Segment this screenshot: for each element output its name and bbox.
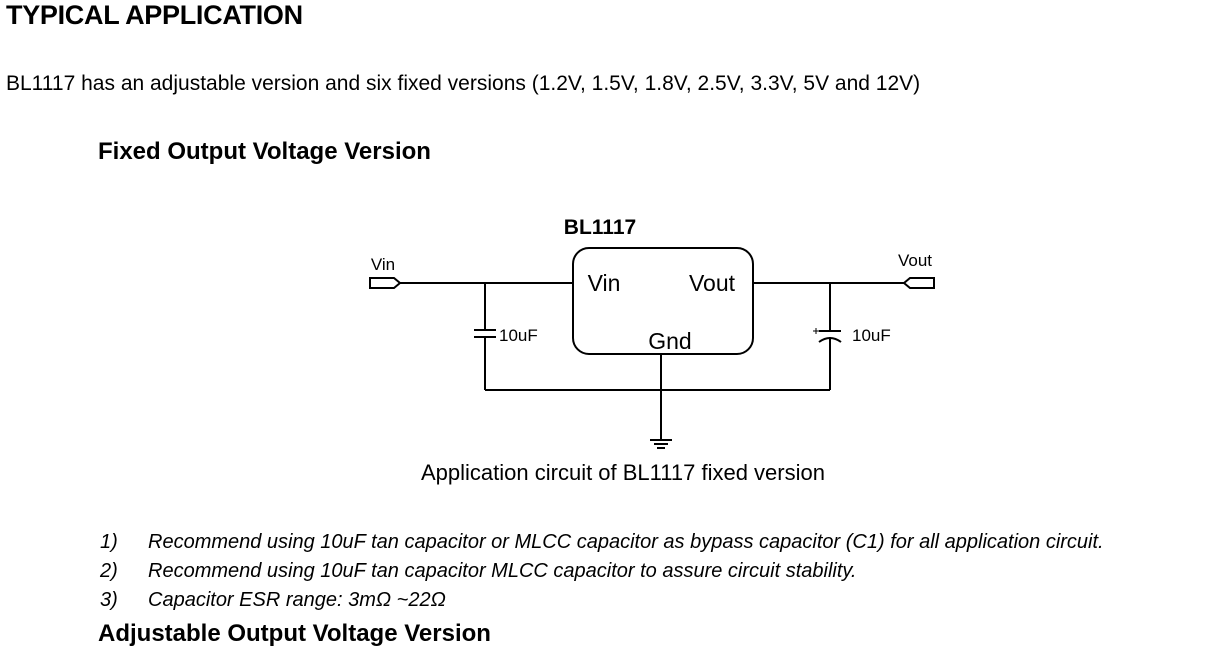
input-terminal-symbol — [369, 277, 402, 289]
output-terminal-label: Vout — [898, 251, 932, 270]
page-heading: TYPICAL APPLICATION — [6, 0, 303, 30]
note-text: Recommend using 10uF tan capacitor or ML… — [148, 531, 1104, 553]
output-capacitor-label: 10uF — [852, 326, 891, 345]
ic-pin-vout: Vout — [689, 270, 736, 296]
circuit-caption: Application circuit of BL1117 fixed vers… — [421, 460, 825, 485]
intro-paragraph: BL1117 has an adjustable version and six… — [6, 72, 921, 95]
input-capacitor-label: 10uF — [499, 326, 538, 345]
note-text: Capacitor ESR range: 3mΩ ~22Ω — [148, 589, 446, 611]
ic-name-label: BL1117 — [564, 216, 636, 239]
ic-body — [572, 247, 754, 355]
ground-symbol — [650, 439, 672, 449]
ic-pin-vin: Vin — [588, 270, 621, 296]
output-capacitor — [813, 283, 842, 390]
note-number: 1) — [100, 531, 118, 553]
note-number: 3) — [100, 589, 118, 611]
input-capacitor — [474, 283, 496, 390]
ic-pin-gnd: Gnd — [648, 328, 691, 354]
note-text: Recommend using 10uF tan capacitor MLCC … — [148, 560, 857, 582]
adjustable-version-title: Adjustable Output Voltage Version — [98, 620, 491, 647]
input-terminal-label: Vin — [371, 255, 395, 274]
fixed-version-title: Fixed Output Voltage Version — [98, 138, 431, 165]
output-terminal-symbol — [902, 277, 935, 289]
note-number: 2) — [100, 560, 118, 582]
